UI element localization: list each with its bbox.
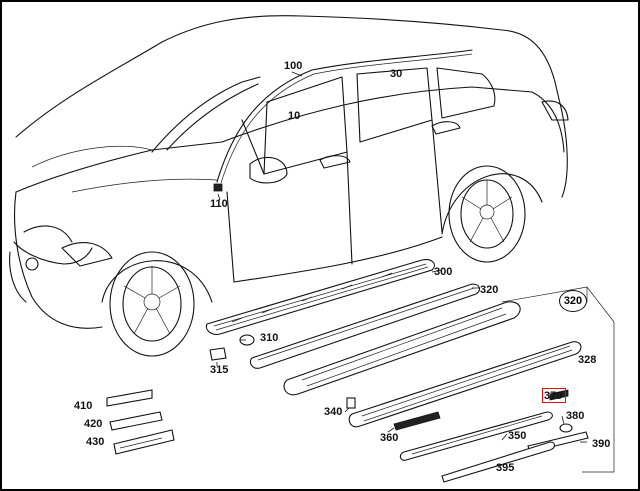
part-label-340: 340 xyxy=(324,406,343,418)
sill-cover-320 xyxy=(249,283,481,369)
part-label-320-circled: 320 xyxy=(559,290,587,312)
part-label-350: 350 xyxy=(508,430,527,442)
part-label-395: 395 xyxy=(496,462,515,474)
part-label-100: 100 xyxy=(284,60,303,72)
part-label-360: 360 xyxy=(380,432,399,444)
part-label-315: 315 xyxy=(210,364,229,376)
part-label-110: 110 xyxy=(210,198,228,210)
leader-lines xyxy=(216,71,587,443)
part-370-highlight xyxy=(542,388,566,403)
part-label-390: 390 xyxy=(592,438,611,450)
car-body xyxy=(9,15,569,357)
running-board-300 xyxy=(205,259,435,335)
running-board-328 xyxy=(283,301,582,428)
part-label-320: 320 xyxy=(480,284,499,296)
part-label-300: 300 xyxy=(434,266,453,278)
part-label-430: 430 xyxy=(86,436,105,448)
part-label-30: 30 xyxy=(390,68,403,80)
part-label-420: 420 xyxy=(84,418,103,430)
part-label-380: 380 xyxy=(566,410,585,422)
small-parts xyxy=(106,334,589,483)
part-label-10: 10 xyxy=(288,110,301,122)
part-label-328: 328 xyxy=(578,354,597,366)
part-label-310: 310 xyxy=(260,332,279,344)
part-label-410: 410 xyxy=(74,400,93,412)
parts-box-outline xyxy=(501,286,615,473)
part-label-370: 370 xyxy=(544,390,563,402)
